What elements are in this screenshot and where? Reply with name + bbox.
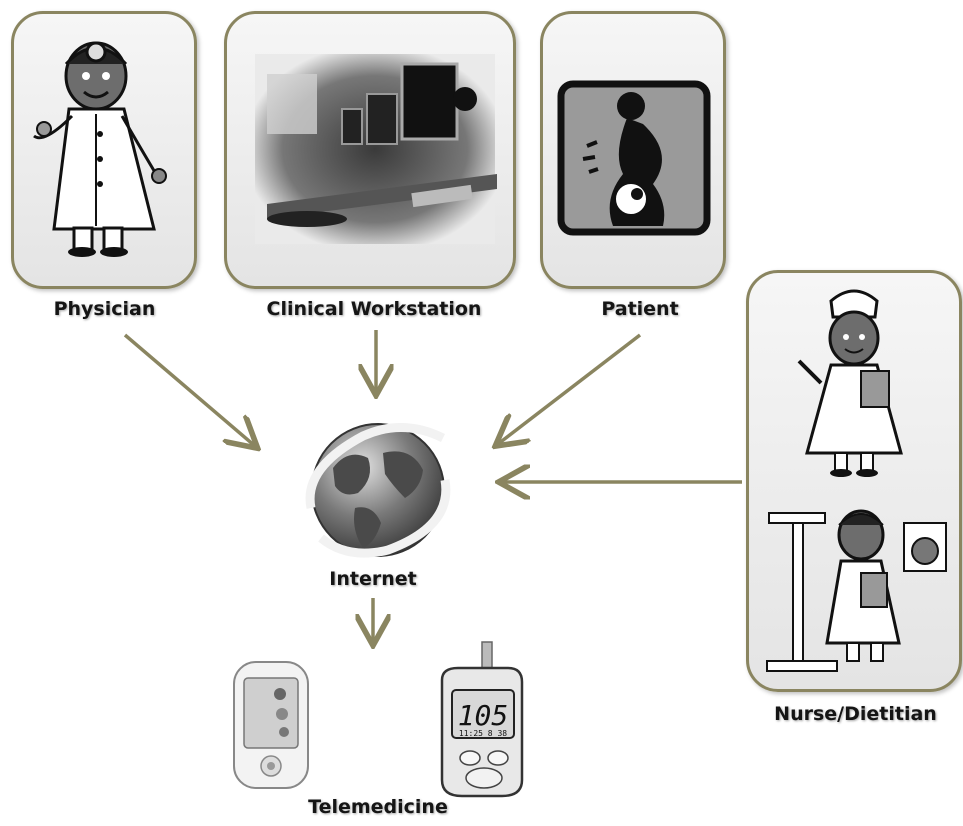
physician-label: Physician — [53, 298, 156, 320]
glucometer-reading: 105 — [458, 699, 509, 732]
nurse-icon — [766, 289, 947, 672]
telemedicine-label: Telemedicine — [308, 796, 448, 818]
physician-icon — [33, 41, 167, 257]
arrow-patient-to-internet — [498, 333, 642, 444]
workstation-panel — [224, 11, 516, 289]
glucometer-time: 11:25 8 38 — [459, 729, 507, 738]
arrow-physician-to-internet — [123, 333, 255, 446]
patient-panel — [540, 11, 726, 289]
glucometer-icon: 105 11:25 8 38 — [440, 641, 524, 798]
workstation-label: Clinical Workstation — [266, 298, 482, 320]
nurse-dietitian-panel — [746, 270, 962, 692]
patient-label: Patient — [601, 298, 679, 320]
internet-label: Internet — [329, 568, 417, 590]
pregnant-woman-icon — [557, 80, 711, 236]
physician-panel — [11, 11, 197, 289]
globe-icon — [305, 423, 451, 558]
nurse-dietitian-label: Nurse/Dietitian — [774, 703, 937, 725]
computer-lab-icon — [255, 54, 497, 244]
smartphone-icon — [233, 661, 309, 789]
